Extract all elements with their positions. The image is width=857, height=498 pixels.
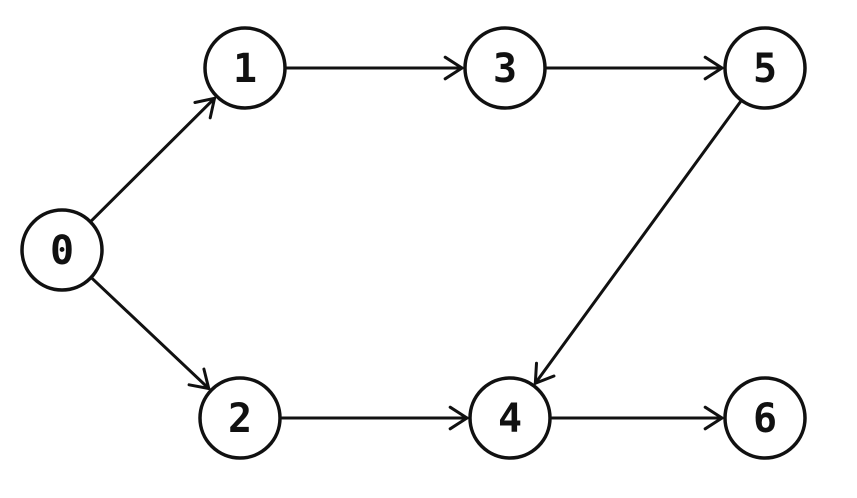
edge-line: [90, 96, 217, 222]
edge-5-to-4: [533, 100, 742, 385]
arrow-head-icon: [703, 405, 724, 431]
edge-0-to-1: [90, 96, 217, 222]
node-circle: [198, 376, 282, 460]
edges-layer: [90, 55, 742, 431]
edge-2-to-4: [280, 405, 469, 431]
node-2: 2: [198, 376, 282, 460]
node-5: 5: [723, 26, 807, 110]
edge-1-to-3: [285, 55, 464, 81]
node-1: 1: [203, 26, 287, 110]
node-label: 1: [233, 46, 257, 92]
arrow-head-icon: [443, 55, 464, 81]
node-3: 3: [463, 26, 547, 110]
arrow-head-icon: [448, 405, 469, 431]
node-4: 4: [468, 376, 552, 460]
node-circle: [723, 26, 807, 110]
arrow-head-icon: [533, 361, 556, 385]
node-6: 6: [723, 376, 807, 460]
edge-0-to-2: [91, 277, 211, 390]
node-label: 5: [753, 46, 777, 92]
node-label: 0: [50, 228, 74, 274]
node-circle: [723, 376, 807, 460]
edge-line: [533, 100, 742, 385]
node-label: 3: [493, 46, 517, 92]
node-circle: [20, 208, 104, 292]
edge-4-to-6: [550, 405, 724, 431]
node-circle: [463, 26, 547, 110]
node-circle: [468, 376, 552, 460]
nodes-layer: 0 1 2 3 4 5 6: [20, 26, 807, 460]
edge-line: [91, 277, 211, 390]
arrow-head-icon: [703, 55, 724, 81]
node-label: 4: [498, 396, 522, 442]
edge-3-to-5: [545, 55, 724, 81]
node-label: 6: [753, 396, 777, 442]
node-label: 2: [228, 396, 252, 442]
node-circle: [203, 26, 287, 110]
arrow-head-icon: [187, 367, 211, 390]
arrow-head-icon: [193, 96, 217, 120]
node-0: 0: [20, 208, 104, 292]
